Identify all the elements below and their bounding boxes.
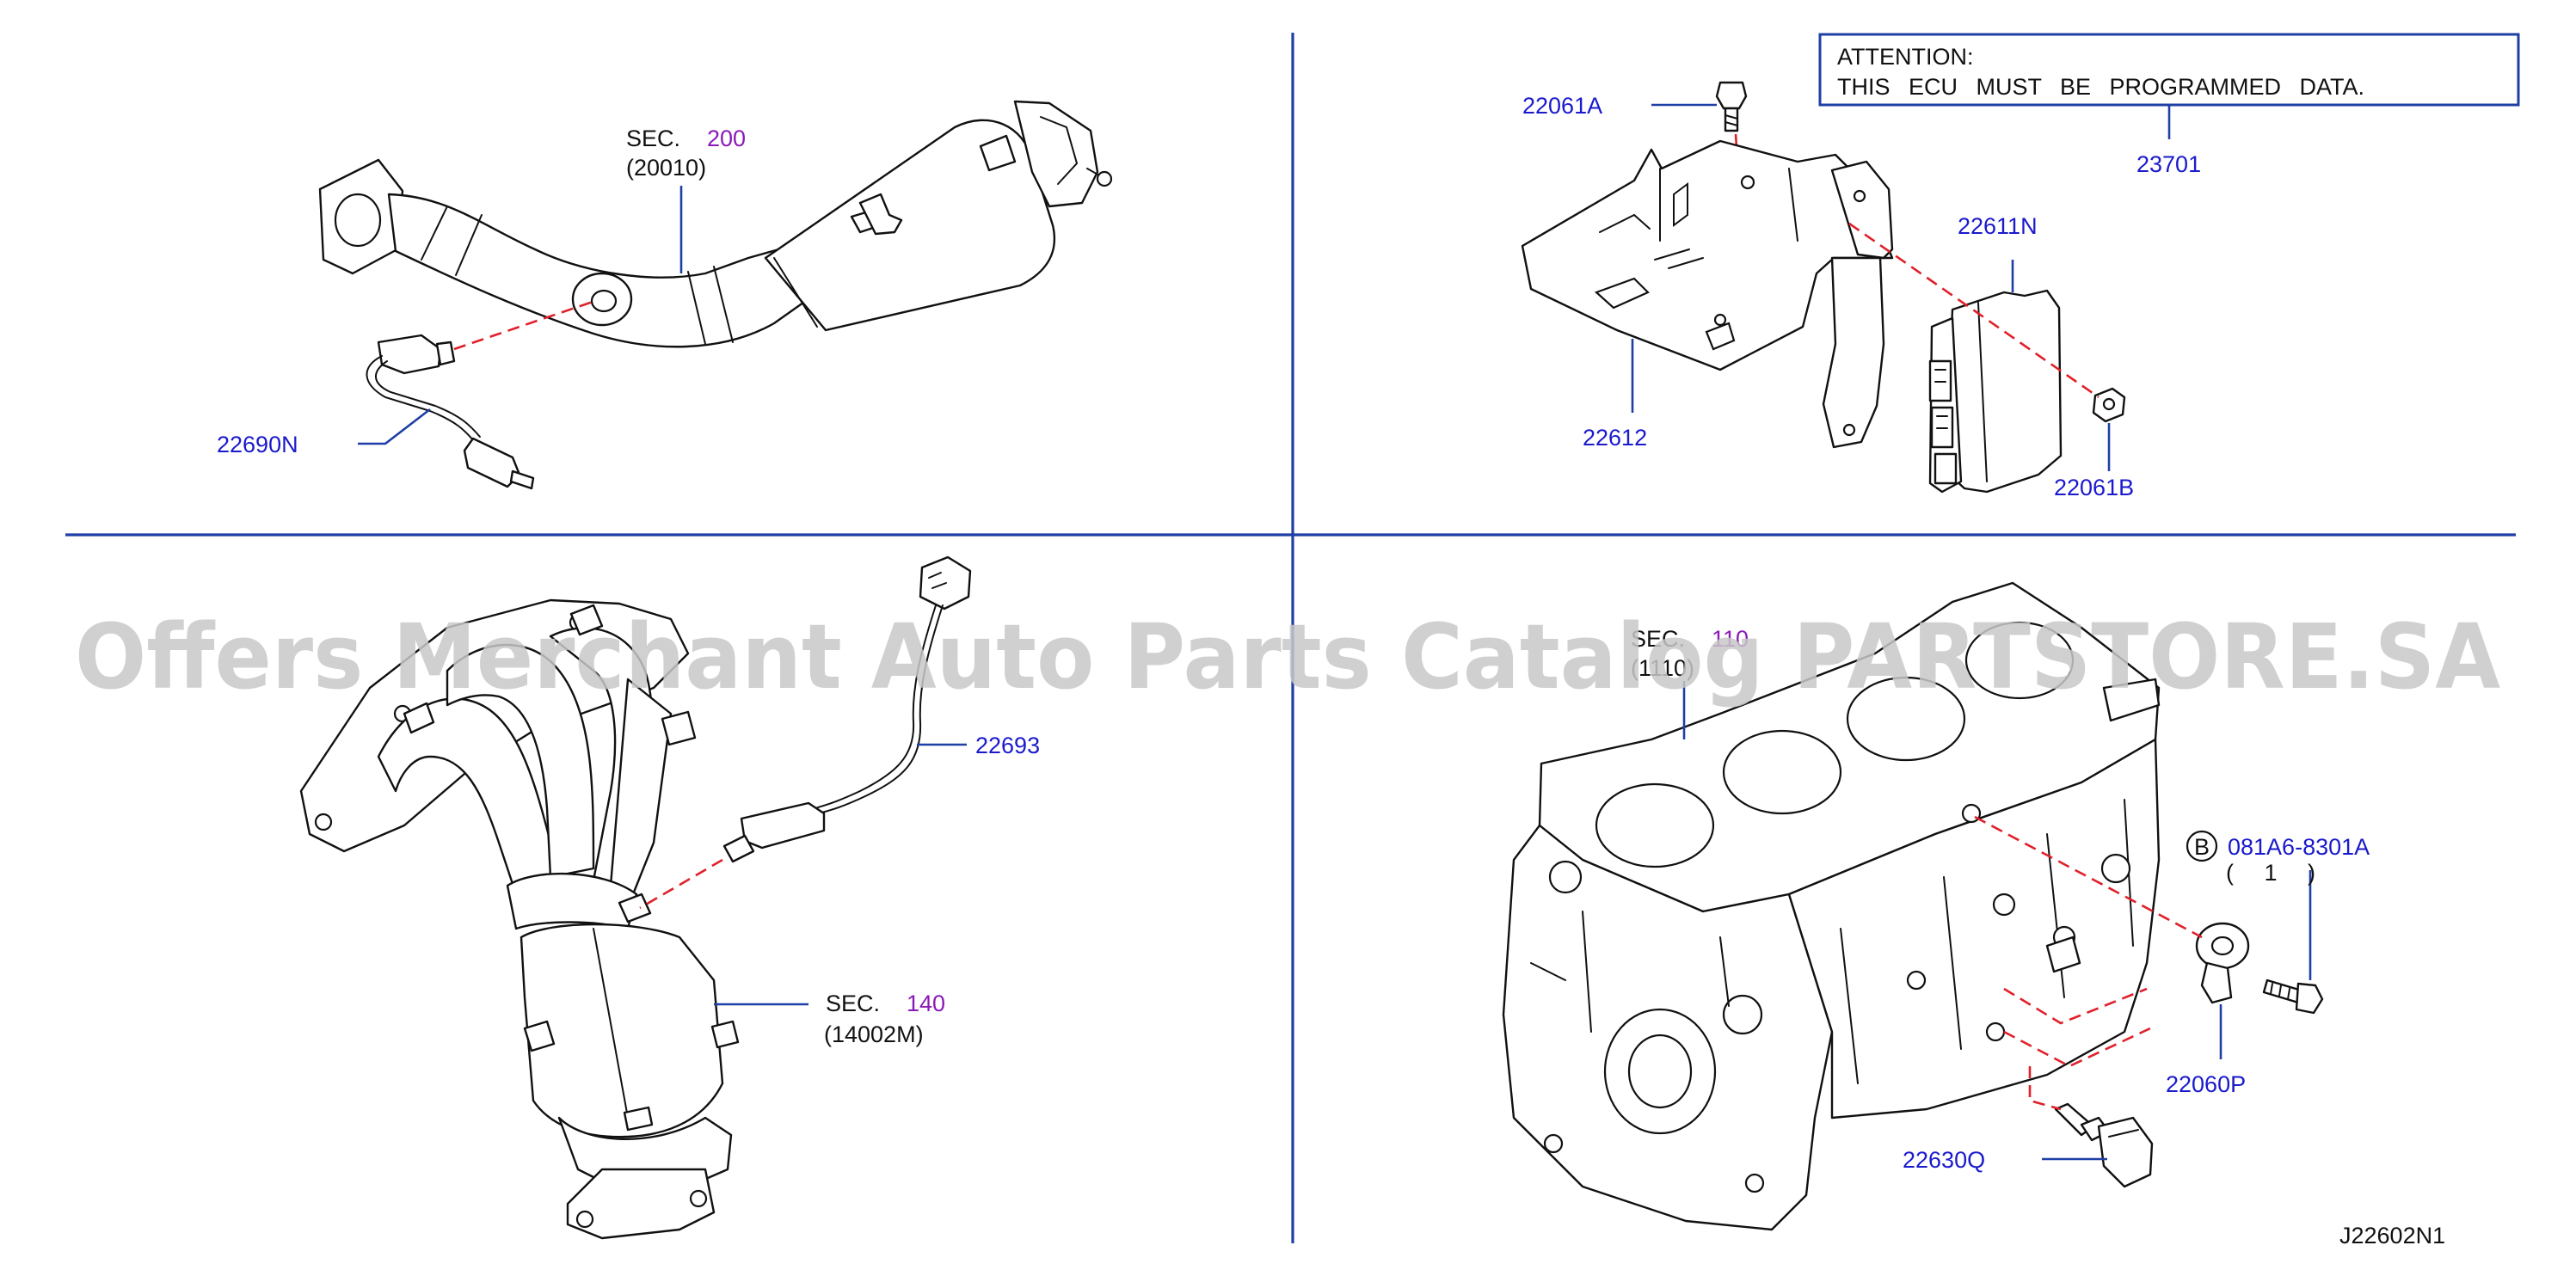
sec-number-tl: 200 xyxy=(707,126,746,151)
manifold-runner-4 xyxy=(609,678,673,896)
part-label-22061A: 22061A xyxy=(1522,93,1602,119)
marker-circle-b xyxy=(2186,830,2218,862)
part-qty-081A6-8301A: ( 1 ) xyxy=(2226,860,2315,886)
cylinder-bore-3 xyxy=(1846,676,1966,762)
ecu-housing xyxy=(1944,289,2063,494)
sensor-wire xyxy=(366,355,476,443)
sec-word-bl: SEC. xyxy=(826,991,880,1016)
part-label-22612: 22612 xyxy=(1583,425,1647,451)
diagram-code: J22602N1 xyxy=(2339,1223,2445,1248)
part-label-081A6-8301A: 081A6-8301A xyxy=(2228,834,2370,860)
sensor-connector xyxy=(463,437,521,488)
sec-word-tl: SEC. xyxy=(626,126,680,151)
leader-22690N xyxy=(358,408,431,445)
sec-code-bl: (14002M) xyxy=(824,1021,924,1047)
dashed-connector-knock xyxy=(1974,815,2203,939)
sensor-body xyxy=(377,334,442,375)
front-pipe-body xyxy=(387,193,817,348)
attention-box xyxy=(1818,33,2520,107)
bolt-081A6-8301A xyxy=(2262,978,2324,1015)
heat-shield-clip xyxy=(858,193,903,236)
ecu-connector-3 xyxy=(1934,452,1958,485)
cylinder-bore-2 xyxy=(1722,729,1842,815)
part-label-22693: 22693 xyxy=(975,733,1040,758)
watermark: Offers Merchant Auto Parts Catalog PARTS… xyxy=(75,604,2500,709)
manifold-runner-2 xyxy=(446,643,595,879)
block-side-face xyxy=(1787,738,2161,1120)
cylinder-block xyxy=(1502,581,2161,1231)
cylinder-bore-4 xyxy=(1964,621,2075,700)
part-label-23701: 23701 xyxy=(2136,151,2201,177)
sec-code-br: (1110) xyxy=(1631,655,1694,681)
temperature-sensor-22630Q xyxy=(2054,1102,2154,1188)
cylinder-bore-1 xyxy=(1595,782,1715,868)
front-pipe-assembly xyxy=(318,100,1113,348)
sec-number-bl: 140 xyxy=(907,991,945,1016)
sec-number-br: 110 xyxy=(1712,626,1749,652)
temp-sensor-connector xyxy=(2097,1116,2154,1188)
manifold-converter xyxy=(520,923,724,1138)
knock-sensor-connector xyxy=(2200,961,2233,1004)
dashed-connector xyxy=(453,299,596,351)
attention-message: THIS ECU MUST BE PROGRAMMED DATA. xyxy=(1837,74,2364,100)
ecu-module-22611N xyxy=(1928,289,2063,494)
outlet-flange xyxy=(566,1168,716,1240)
bracket-arm xyxy=(1822,256,1885,449)
sec-word-br: SEC. xyxy=(1631,626,1685,652)
flange-hole xyxy=(334,193,382,248)
part-label-22611N: 22611N xyxy=(1958,213,2038,239)
part-label-22060P: 22060P xyxy=(2166,1071,2246,1097)
exhaust-manifold-assembly xyxy=(299,598,740,1240)
marker-b: B xyxy=(2194,834,2210,860)
oxygen-sensor-22693 xyxy=(722,555,972,863)
sensor-wire-22693 xyxy=(815,604,937,809)
part-label-22630Q: 22630Q xyxy=(1903,1147,1985,1173)
attention-heading: ATTENTION: xyxy=(1837,44,1974,70)
bolt-22061A xyxy=(1715,81,1748,132)
part-label-22690N: 22690N xyxy=(217,432,298,457)
dashed-connector-ecu xyxy=(1848,222,2100,399)
part-label-22061B: 22061B xyxy=(2054,475,2134,500)
oxygen-sensor-22690N xyxy=(366,334,535,490)
sensor-body-22693 xyxy=(740,801,826,850)
ecu-bracket-22612 xyxy=(1521,139,1894,449)
knock-sensor-22060P xyxy=(2195,922,2250,1004)
pipe-flange-rear xyxy=(1013,100,1099,208)
manifold-sensor-boss xyxy=(618,893,652,923)
sec-code-tl: (20010) xyxy=(626,155,706,181)
